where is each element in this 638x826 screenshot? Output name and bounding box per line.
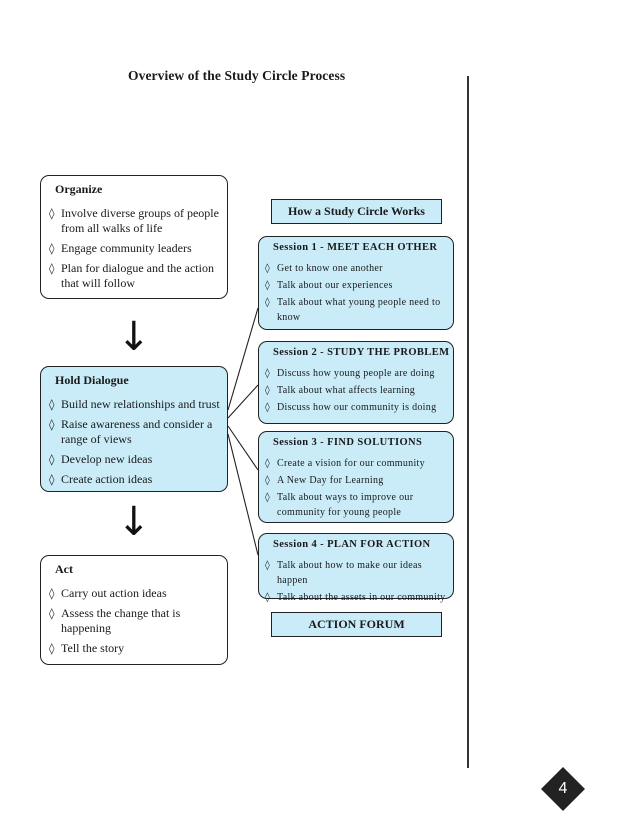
list-item: ◊ Create action ideas [49,472,221,487]
list-item: ◊ Build new relationships and trust [49,397,221,412]
page-title: Overview of the Study Circle Process [128,68,346,83]
session-4-box: Session 4 - PLAN FOR ACTION ◊ Talk about … [258,533,454,603]
list-item-text: A New Day for Learning [277,475,384,486]
session-1-box: Session 1 - MEET EACH OTHER ◊ Get to know… [258,236,454,330]
list-item-text: Assess the change that is [61,606,181,620]
hold-dialogue-list: ◊ Build new relationships and trust ◊ Raise… [49,397,221,487]
list-item-text: Talk about what affects learning [277,385,416,396]
list-item-text: Raise awareness and consider a [61,417,213,431]
list-item: ◊ Talk about what affects learning [265,383,447,398]
diamond-bullet-icon: ◊ [265,402,270,413]
diamond-bullet-icon: ◊ [49,207,55,220]
organize-heading: Organize [55,182,103,196]
list-item-text: Carry out action ideas [61,586,167,600]
list-item-text: Discuss how our community is doing [277,402,437,413]
session-2-box: Session 2 - STUDY THE PROBLEM ◊ Discuss h… [258,341,454,424]
list-item-text: community for young people [277,507,402,518]
diamond-bullet-icon: ◊ [49,587,55,600]
session-2-list: ◊ Discuss how young people are doing ◊ Talk… [265,366,447,415]
page-number-badge [541,767,585,811]
list-item: ◊ Talk about ways to improve our community… [265,490,447,520]
list-item: ◊ Develop new ideas [49,452,221,467]
diamond-bullet-icon: ◊ [265,263,270,274]
diamond-bullet-icon: ◊ [265,492,270,503]
diamond-bullet-icon: ◊ [49,242,55,255]
list-item-text: Create a vision for our community [277,458,425,469]
how-study-circle-works-label: How a Study Circle Works [271,199,442,224]
session-1-heading: Session 1 - MEET EACH OTHER [273,242,438,253]
list-item-text: know [277,312,301,323]
list-item-text: Build new relationships and trust [61,397,220,411]
list-item-text: Talk about ways to improve our [277,492,414,503]
list-item-text: Talk about how to make our ideas happen [277,560,422,586]
diamond-bullet-icon: ◊ [49,607,55,620]
list-item: ◊ Get to know one another [265,261,447,276]
vertical-divider [467,76,469,768]
list-item-text: Talk about the assets in our community [277,592,446,603]
diamond-bullet-icon: ◊ [265,475,270,486]
diamond-bullet-icon: ◊ [265,297,270,308]
list-item: ◊ Carry out action ideas [49,586,221,601]
session-4-heading: Session 4 - PLAN FOR ACTION [273,539,431,550]
diamond-bullet-icon: ◊ [265,560,270,571]
action-forum-label: ACTION FORUM [271,612,442,637]
down-arrow-icon: ↓ [117,499,151,545]
list-item-text: range of views [61,432,132,446]
list-item-text: that will follow [61,276,135,290]
act-list: ◊ Carry out action ideas ◊ Assess the chang… [49,586,221,656]
organize-box: Organize ◊ Involve diverse groups of peop… [40,175,228,299]
list-item-text: happening [61,621,111,635]
list-item: ◊ Talk about how to make our ideas happen [265,558,447,588]
page-number: 4 [558,780,568,797]
list-item-text: from all walks of life [61,221,163,235]
list-item-text: Plan for dialogue and the action [61,261,214,275]
diamond-bullet-icon: ◊ [265,280,270,291]
down-arrow-icon: ↓ [117,314,151,360]
list-item-text: Talk about what young people need to [277,297,441,308]
hold-dialogue-box: Hold Dialogue ◊ Build new relationships a… [40,366,228,492]
diamond-bullet-icon: ◊ [49,642,55,655]
list-item: ◊ Discuss how young people are doing [265,366,447,381]
list-item-text: Tell the story [61,641,125,655]
diamond-bullet-icon: ◊ [49,453,55,466]
session-3-box: Session 3 - FIND SOLUTIONS ◊ Create a vis… [258,431,454,523]
hold-dialogue-heading: Hold Dialogue [55,373,129,387]
list-item: ◊ Talk about the assets in our community [265,590,447,605]
list-item-text: Create action ideas [61,472,153,486]
act-heading: Act [55,562,73,576]
diamond-bullet-icon: ◊ [49,473,55,486]
list-item: ◊ Create a vision for our community [265,456,447,471]
diamond-bullet-icon: ◊ [265,592,270,603]
diamond-bullet-icon: ◊ [49,418,55,431]
session-3-list: ◊ Create a vision for our community ◊ A New… [265,456,447,520]
list-item-text: Develop new ideas [61,452,153,466]
session-3-heading: Session 3 - FIND SOLUTIONS [273,437,423,448]
session-2-heading: Session 2 - STUDY THE PROBLEM [273,347,450,358]
diamond-bullet-icon: ◊ [265,385,270,396]
list-item: ◊ Talk about what young people need to kno… [265,295,447,325]
list-item: ◊ A New Day for Learning [265,473,447,488]
list-item: ◊ Tell the story [49,641,221,656]
list-item: ◊ Engage community leaders [49,241,221,256]
session-1-list: ◊ Get to know one another ◊ Talk about our … [265,261,447,325]
list-item-text: Engage community leaders [61,241,192,255]
list-item-text: Discuss how young people are doing [277,368,435,379]
diamond-bullet-icon: ◊ [49,398,55,411]
session-4-list: ◊ Talk about how to make our ideas happen… [265,558,447,605]
list-item-text: Get to know one another [277,263,383,274]
list-item-text: Talk about our experiences [277,280,393,291]
diamond-bullet-icon: ◊ [265,458,270,469]
list-item-text: Involve diverse groups of people [61,206,219,220]
act-box: Act ◊ Carry out action ideas ◊ Assess the c… [40,555,228,665]
list-item: ◊ Discuss how our community is doing [265,400,447,415]
diamond-bullet-icon: ◊ [265,368,270,379]
diamond-bullet-icon: ◊ [49,262,55,275]
list-item: ◊ Talk about our experiences [265,278,447,293]
